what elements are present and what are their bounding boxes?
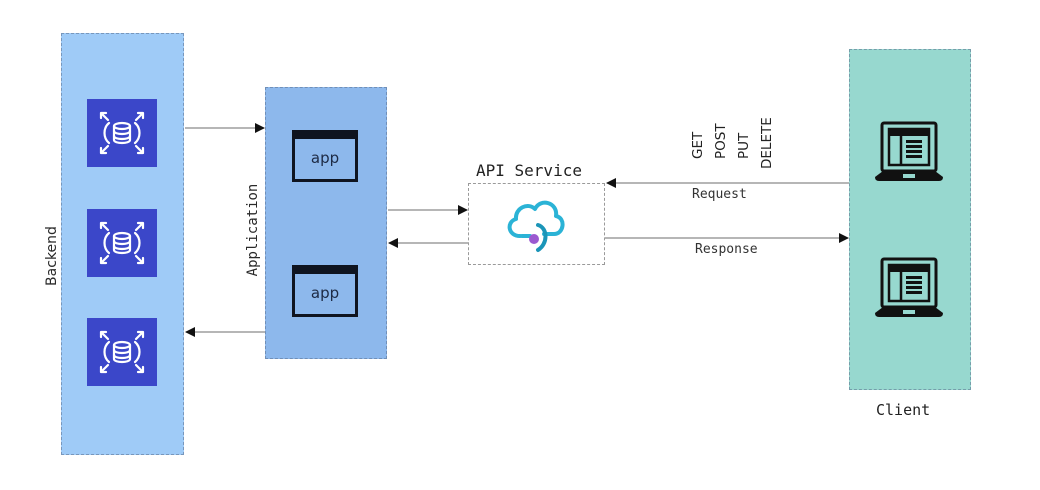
http-method-delete: DELETE: [759, 117, 775, 169]
request-label: Request: [692, 187, 747, 202]
application-group: [265, 87, 387, 359]
http-method-post: POST: [713, 123, 729, 159]
response-label: Response: [695, 242, 758, 257]
cloud-api-icon: [500, 192, 572, 256]
database-icon: [87, 318, 157, 386]
client-label: Client: [876, 401, 931, 419]
laptop-icon: [873, 119, 945, 189]
http-method-get: GET: [690, 131, 706, 159]
database-icon: [87, 209, 157, 277]
backend-label: Backend: [44, 226, 60, 286]
app-label: app: [310, 283, 340, 302]
http-method-put: PUT: [736, 132, 752, 159]
database-icon: [87, 99, 157, 167]
client-group: [849, 49, 971, 390]
app-label: app: [310, 148, 340, 167]
laptop-icon: [873, 255, 945, 325]
app-window-icon: app: [292, 130, 358, 182]
app-window-icon: app: [292, 265, 358, 317]
api-service-label: API Service: [476, 161, 582, 180]
application-label: Application: [245, 183, 261, 277]
